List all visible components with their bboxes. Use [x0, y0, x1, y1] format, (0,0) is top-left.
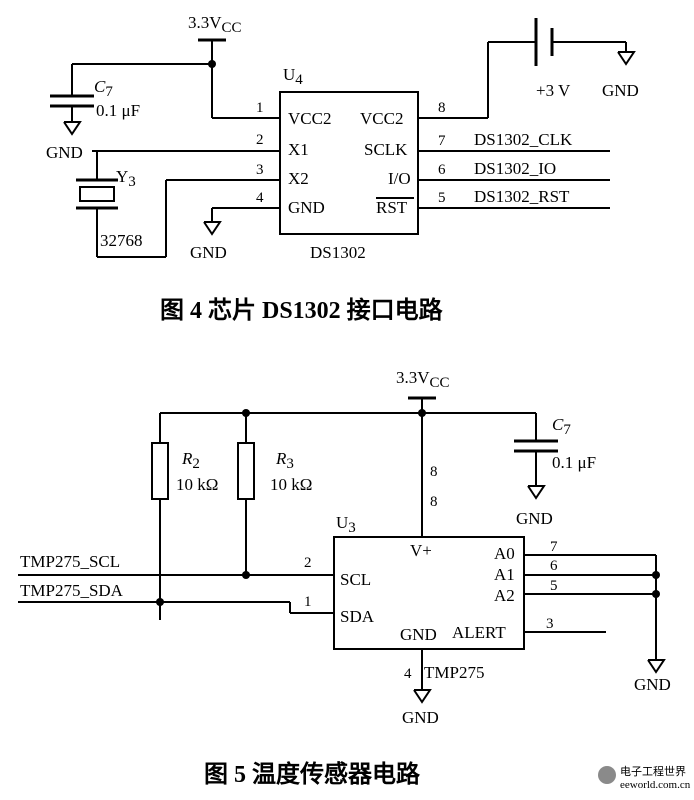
fig5-a0-pin-name: A0: [494, 544, 515, 563]
fig5-scl-pin-number: 2: [304, 555, 312, 571]
fig5-a1-pin-name: A1: [494, 565, 515, 584]
fig5-net-sda: TMP275_SDA: [20, 581, 124, 600]
fig4-pin1-number: 1: [256, 100, 264, 116]
fig5-gnd-ground-icon: [413, 689, 432, 704]
fig4-pin8-name: VCC2: [360, 109, 403, 128]
fig5-gnd-label: GND: [402, 708, 439, 727]
fig4-cap-name: C7: [94, 77, 113, 100]
fig5-ic-name: TMP275: [424, 663, 484, 682]
fig4-pin4-gnd-label: GND: [190, 243, 227, 262]
fig5-alert-pin-name: ALERT: [452, 623, 506, 642]
figure4-caption: 图 4 芯片 DS1302 接口电路: [160, 296, 444, 324]
figure5-circuit: 3.3VCC 8 8 R2 10 kΩ R3 10 kΩ GND C7 0.1 …: [18, 368, 671, 727]
fig4-ic-body: [279, 91, 419, 235]
fig5-vplus-pin-number-a: 8: [430, 464, 438, 480]
fig5-cap-gnd-label: GND: [516, 509, 553, 528]
fig4-crystal-name: Y3: [116, 167, 136, 190]
fig5-r2-name: R2: [181, 449, 200, 472]
fig4-ic-ref: U4: [283, 65, 303, 88]
fig4-pin6-name: I/O: [388, 169, 411, 188]
figure5-caption: 图 5 温度传感器电路: [204, 760, 421, 788]
fig4-pin7-number: 7: [438, 133, 446, 149]
fig5-scl-pin-name: SCL: [340, 570, 371, 589]
figure4-circuit: 3.3VCC C7 0.1 μF GND Y3 32768 GND: [46, 13, 639, 262]
fig4-ic-name: DS1302: [310, 243, 366, 262]
fig4-pin1-name: VCC2: [288, 109, 331, 128]
fig4-crystal-body: [79, 186, 115, 202]
fig4-cap-ground-icon: [63, 121, 82, 136]
fig5-r3-name: R3: [275, 449, 294, 472]
watermark-logo-icon: [598, 766, 616, 784]
fig5-cap-value: 0.1 μF: [552, 453, 596, 472]
fig4-net-io: DS1302_IO: [474, 159, 556, 178]
fig4-gnd-label: GND: [46, 143, 83, 162]
fig5-r3-body: [237, 442, 255, 500]
fig5-address-gnd-label: GND: [634, 675, 671, 694]
fig4-pin4-name: GND: [288, 198, 325, 217]
fig4-vcc-label: 3.3VCC: [188, 13, 242, 36]
fig4-net-rst: DS1302_RST: [474, 187, 570, 206]
fig5-net-scl: TMP275_SCL: [20, 552, 120, 571]
fig5-cap-name: C7: [552, 415, 571, 438]
fig4-pin4-number: 4: [256, 190, 264, 206]
fig4-pin5-name: RST: [376, 198, 408, 217]
fig5-gnd-pin-number: 4: [404, 666, 412, 682]
watermark-text: 电子工程世界: [620, 765, 686, 778]
fig5-r2-body: [151, 442, 169, 500]
fig5-ic-ref: U3: [336, 513, 356, 536]
fig5-a1-pin-number: 6: [550, 558, 558, 574]
fig4-pin7-name: SCLK: [364, 140, 408, 159]
fig4-battery-ground-icon: [617, 51, 636, 66]
fig4-pin3-number: 3: [256, 162, 264, 178]
fig4-pin5-number: 5: [438, 190, 446, 206]
fig4-battery-label: +3 V: [536, 81, 571, 100]
fig4-cap-value: 0.1 μF: [96, 101, 140, 120]
watermark-url: eeworld.com.cn: [620, 779, 691, 791]
fig4-crystal-value: 32768: [100, 231, 143, 250]
fig5-vplus-pin-number-b: 8: [430, 494, 438, 510]
fig5-cap-ground-icon: [527, 485, 546, 500]
fig5-sda-pin-number: 1: [304, 594, 312, 610]
fig5-alert-pin-number: 3: [546, 616, 554, 632]
fig5-vplus-label: V+: [410, 541, 432, 560]
fig4-pin2-number: 2: [256, 132, 264, 148]
fig5-r2-value: 10 kΩ: [176, 475, 218, 494]
fig4-pin3-name: X2: [288, 169, 309, 188]
fig5-vcc-label: 3.3VCC: [396, 368, 450, 391]
fig5-address-ground-icon: [647, 659, 666, 674]
fig5-a0-pin-number: 7: [550, 539, 558, 555]
fig5-a1-junction: [652, 571, 660, 579]
watermark-logo: 电子工程世界 eeworld.com.cn: [598, 765, 691, 791]
fig4-pin4-ground-icon: [203, 221, 222, 236]
fig4-pin6-number: 6: [438, 162, 446, 178]
fig4-battery-gnd-label: GND: [602, 81, 639, 100]
fig5-a2-pin-number: 5: [550, 578, 558, 594]
fig4-pin8-number: 8: [438, 100, 446, 116]
fig5-a2-junction: [652, 590, 660, 598]
fig5-a2-pin-name: A2: [494, 586, 515, 605]
fig5-sda-pin-name: SDA: [340, 607, 375, 626]
fig5-r3-value: 10 kΩ: [270, 475, 312, 494]
fig4-pin2-name: X1: [288, 140, 309, 159]
fig5-gnd-pin-name: GND: [400, 625, 437, 644]
fig4-net-clk: DS1302_CLK: [474, 130, 573, 149]
